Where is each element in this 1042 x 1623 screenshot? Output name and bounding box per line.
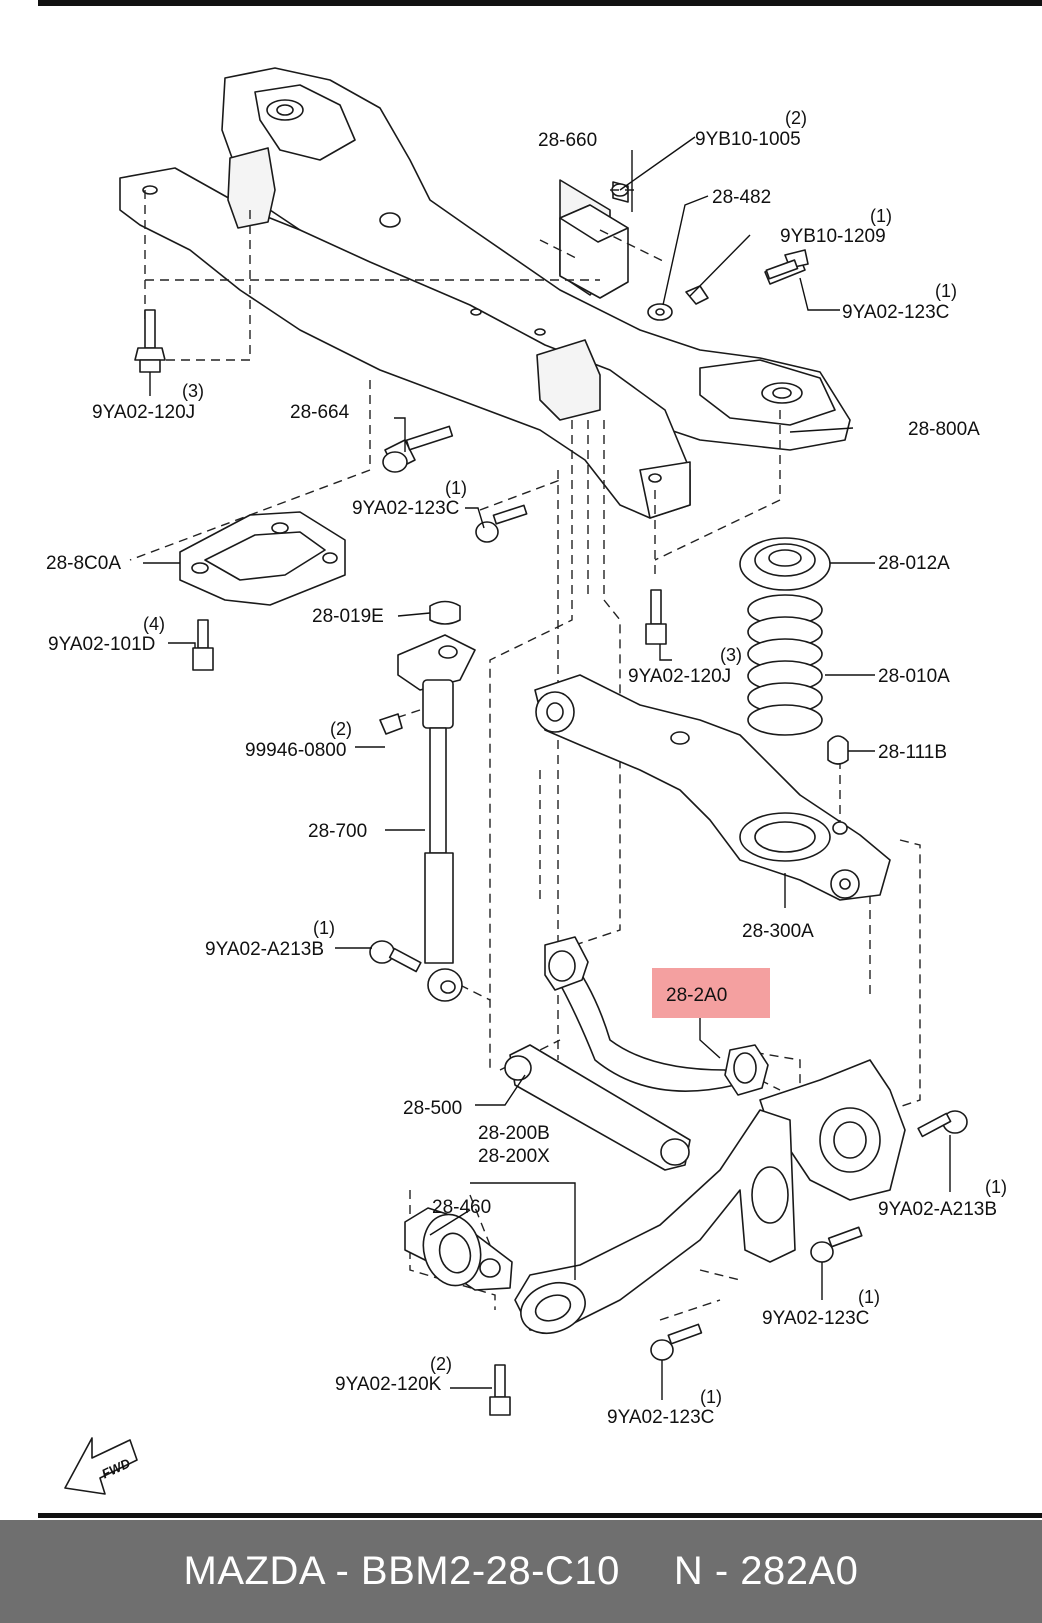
label-9ya02-123c-d: 9YA02-123C xyxy=(607,1407,714,1428)
crossmember-28-800a xyxy=(119,67,851,519)
part-labels: 28-660 (2) 9YB10-1005 28-482 (1) 9YB10-1… xyxy=(46,108,1007,1428)
qty-9ya02-a213b-a: (1) xyxy=(313,918,335,938)
bolt-9ya02-120j-left xyxy=(134,309,166,373)
bolt-9ya02-120k xyxy=(489,1364,511,1416)
spring-28-010a xyxy=(739,537,849,765)
footer-part-number: MAZDA - BBM2-28-C10 xyxy=(183,1549,620,1593)
upper-link-28-2a0 xyxy=(544,936,769,1096)
label-9ya02-120j-b: 9YA02-120J xyxy=(628,666,731,687)
label-28-019e: 28-019E xyxy=(312,606,384,627)
label-9ya02-a213b-b: 9YA02-A213B xyxy=(878,1199,997,1220)
label-28-500: 28-500 xyxy=(403,1098,462,1119)
qty-9yb10-1209: (1) xyxy=(870,206,892,226)
footer-bar: MAZDA - BBM2-28-C10 N - 282A0 xyxy=(0,1520,1042,1623)
label-28-8c0a: 28-8C0A xyxy=(46,553,121,574)
label-9ya02-a213b-a: 9YA02-A213B xyxy=(205,939,324,960)
fwd-arrow: FWD xyxy=(64,1437,138,1495)
bolt-28-664 xyxy=(382,425,454,473)
qty-9ya02-120j-a: (3) xyxy=(182,381,204,401)
bolt-9ya02-a213b-right xyxy=(917,1110,968,1138)
plate-28-8c0a xyxy=(179,511,346,606)
module-28-660 xyxy=(559,181,809,321)
label-28-300a: 28-300A xyxy=(742,921,814,942)
leader-lines xyxy=(143,136,951,1400)
label-28-664: 28-664 xyxy=(290,402,350,423)
bolt-9ya02-123c-upper xyxy=(765,259,799,280)
parts-diagram: FWD 28-660 (2) 9YB10-1005 28-482 (1) 9YB… xyxy=(38,0,1042,1518)
label-28-482: 28-482 xyxy=(712,187,771,208)
bolt-9ya02-123c-mid xyxy=(475,504,528,543)
qty-9ya02-101d: (4) xyxy=(143,614,165,634)
label-28-010a: 28-010A xyxy=(878,666,950,687)
trailing-arm-28-200b xyxy=(514,1059,906,1335)
qty-9ya02-120j-b: (3) xyxy=(720,645,742,665)
qty-9ya02-123c-b: (1) xyxy=(445,478,467,498)
label-9yb10-1005: 9YB10-1005 xyxy=(695,129,801,150)
label-9ya02-120k: 9YA02-120K xyxy=(335,1374,442,1395)
bolt-9ya02-120j-right xyxy=(645,589,667,645)
label-28-200x: 28-200X xyxy=(478,1146,550,1167)
bolt-9ya02-123c-bottom xyxy=(650,1323,703,1361)
qty-9ya02-120k: (2) xyxy=(430,1354,452,1374)
top-border xyxy=(38,0,1042,6)
dashed-guides xyxy=(129,189,921,1321)
bushing-28-460 xyxy=(404,1207,513,1291)
label-28-800a: 28-800A xyxy=(908,419,980,440)
bottom-border xyxy=(38,1513,1042,1518)
qty-9ya02-123c-d: (1) xyxy=(700,1387,722,1407)
label-9ya02-123c-b: 9YA02-123C xyxy=(352,498,459,519)
label-9ya02-123c-a: 9YA02-123C xyxy=(842,302,949,323)
label-9ya02-101d: 9YA02-101D xyxy=(48,634,155,655)
lateral-link-28-500 xyxy=(504,1044,691,1171)
label-9ya02-123c-c: 9YA02-123C xyxy=(762,1308,869,1329)
label-99946-0800: 99946-0800 xyxy=(245,740,346,761)
lower-arm-28-300a xyxy=(534,674,891,901)
bolt-9ya02-123c-lower-right xyxy=(810,1226,863,1263)
label-28-012a: 28-012A xyxy=(878,553,950,574)
bolts xyxy=(134,259,968,1416)
highlight-box-28-2a0 xyxy=(652,968,770,1018)
qty-9ya02-a213b-b: (1) xyxy=(985,1177,1007,1197)
label-28-2a0: 28-2A0 xyxy=(666,985,727,1006)
qty-99946-0800: (2) xyxy=(330,719,352,739)
bolt-9ya02-a213b-left xyxy=(369,940,422,973)
shock-absorber-28-700 xyxy=(379,600,476,1002)
qty-9yb10-1005: (2) xyxy=(785,108,807,128)
bolt-9ya02-101d xyxy=(192,619,214,671)
qty-9ya02-123c-a: (1) xyxy=(935,281,957,301)
label-9ya02-120j-a: 9YA02-120J xyxy=(92,402,195,423)
label-28-111b: 28-111B xyxy=(878,742,947,763)
label-28-200b: 28-200B xyxy=(478,1123,550,1144)
label-28-660: 28-660 xyxy=(538,130,597,151)
footer-ref-number: N - 282A0 xyxy=(673,1549,859,1593)
footer-caption: MAZDA - BBM2-28-C10 N - 282A0 xyxy=(184,1549,859,1594)
label-9yb10-1209: 9YB10-1209 xyxy=(780,226,886,247)
label-28-460: 28-460 xyxy=(432,1197,491,1218)
qty-9ya02-123c-c: (1) xyxy=(858,1287,880,1307)
label-28-700: 28-700 xyxy=(308,821,367,842)
